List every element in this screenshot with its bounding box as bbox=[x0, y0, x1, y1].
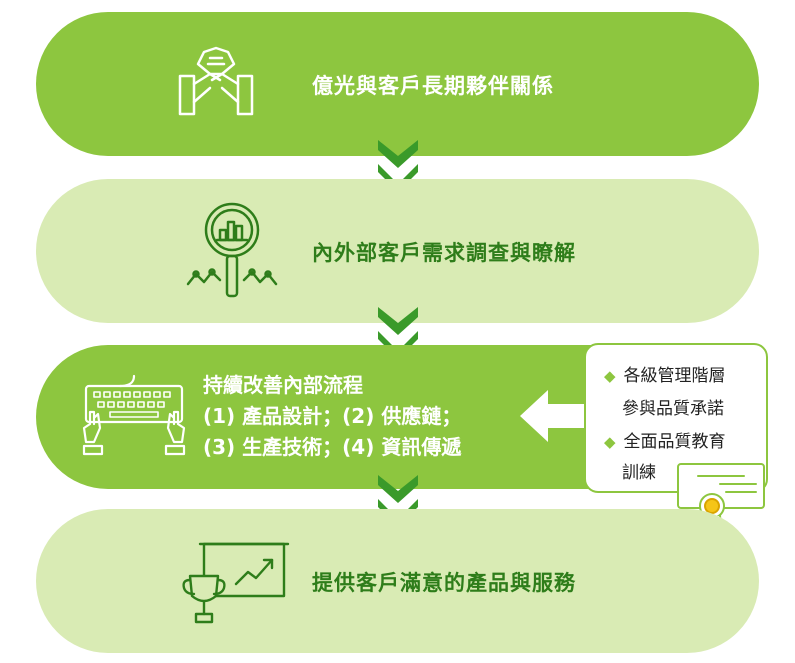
side-note-item-2-cont: 訓練 bbox=[622, 463, 656, 483]
keyboard-hands-icon bbox=[80, 372, 188, 468]
diamond-bullet-icon: ◆ bbox=[604, 367, 616, 385]
step-2-label: 內外部客戶需求調查與瞭解 bbox=[312, 241, 576, 265]
step-3-line-3: (3) 生產技術；(4) 資訊傳遞 bbox=[203, 435, 462, 459]
side-note-text: 全面品質教育 bbox=[623, 432, 726, 452]
step-2-pill bbox=[36, 179, 759, 323]
step-3-line-2: (1) 產品設計；(2) 供應鏈； bbox=[203, 404, 462, 428]
diamond-bullet-icon: ◆ bbox=[604, 433, 616, 451]
side-note-item-1: ◆ 各級管理階層 bbox=[604, 361, 726, 386]
side-note-box: ◆ 各級管理階層 參與品質承諾 ◆ 全面品質教育 訓練 bbox=[584, 343, 768, 493]
arrow-left-icon bbox=[520, 390, 584, 442]
magnifier-chart-icon bbox=[184, 200, 280, 304]
step-4-pill bbox=[36, 509, 759, 653]
side-note-text: 各級管理階層 bbox=[623, 366, 726, 386]
step-4-label: 提供客戶滿意的產品與服務 bbox=[312, 571, 576, 595]
trophy-chart-icon bbox=[180, 540, 290, 634]
step-3-title: 持續改善內部流程 bbox=[203, 373, 363, 397]
side-note-item-1-cont: 參與品質承諾 bbox=[622, 399, 724, 419]
step-1-label: 億光與客戶長期夥伴關係 bbox=[312, 74, 554, 98]
side-note-item-2: ◆ 全面品質教育 bbox=[604, 427, 726, 452]
step-1-pill bbox=[36, 12, 759, 156]
step-3-text: 持續改善內部流程 (1) 產品設計；(2) 供應鏈； (3) 生產技術；(4) … bbox=[203, 370, 461, 463]
handshake-icon bbox=[176, 44, 256, 128]
